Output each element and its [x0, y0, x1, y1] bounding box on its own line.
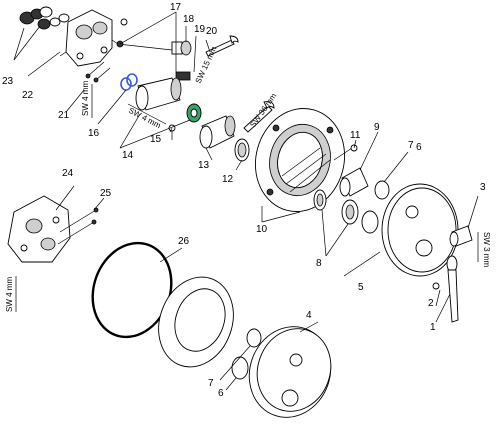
leader-lines — [13, 11, 479, 391]
callout-17: 17 — [170, 2, 182, 13]
handle-3 — [449, 225, 473, 247]
cartridge-14 — [135, 77, 202, 123]
callout-18: 18 — [183, 14, 195, 25]
hex-key-icon-d: SW 4 mm — [5, 276, 17, 312]
callout-4-upper: 4 — [306, 310, 312, 321]
screws-25 — [57, 207, 99, 245]
callout-10: 10 — [256, 224, 268, 235]
o-rings-7-6-lower — [231, 328, 262, 380]
callout-21: 21 — [58, 110, 70, 121]
small-screw-top — [120, 18, 128, 26]
callout-22: 22 — [22, 90, 34, 101]
callout-3: 3 — [480, 182, 486, 193]
callout-2: 2 — [428, 298, 434, 309]
plaster-guard-ring — [158, 276, 234, 368]
callout-24: 24 — [62, 168, 74, 179]
callout-11: 11 — [350, 130, 361, 141]
callout-19: 19 — [194, 24, 206, 35]
nut-12 — [234, 138, 250, 162]
trim-plate-5 — [381, 183, 459, 277]
screws-21 — [85, 61, 111, 83]
callout-12: 12 — [222, 174, 234, 185]
sleeve-set-8 — [313, 189, 359, 225]
spindle-rod-17 — [116, 40, 173, 51]
sleeve-13 — [199, 115, 236, 149]
callout-16: 16 — [88, 128, 100, 139]
rough-in-plate-10 — [254, 108, 346, 212]
callout-1: 1 — [430, 322, 436, 333]
svg-text:SW 4 mm: SW 4 mm — [81, 81, 90, 116]
screw-2 — [432, 282, 440, 290]
o-ring-16 — [120, 73, 138, 91]
callout-7-lower: 7 — [208, 378, 214, 389]
extension-9 — [339, 167, 369, 197]
adapter-18-19 — [165, 40, 192, 89]
plug-set-23 — [19, 6, 70, 30]
callout-26: 26 — [178, 236, 190, 247]
callout-20: 20 — [206, 26, 218, 37]
o-rings-7-6-upper — [361, 180, 390, 234]
callout-5: 5 — [358, 282, 364, 293]
wrench-icon-20: SW 15 mm — [194, 35, 239, 85]
callout-15: 15 — [150, 134, 162, 145]
svg-text:SW 3 mm: SW 3 mm — [482, 232, 491, 267]
svg-text:SW 15 mm: SW 15 mm — [194, 45, 219, 85]
lever-handle-1 — [446, 255, 459, 323]
callout-labels: 17 18 19 20 23 22 21 16 15 14 13 12 10 1… — [2, 2, 486, 399]
callout-6-upper: 6 — [416, 142, 422, 153]
callout-13: 13 — [198, 160, 210, 171]
svg-text:SW 4 mm: SW 4 mm — [5, 277, 14, 312]
hex-key-icon-a: SW 4 mm — [81, 81, 93, 118]
callout-9: 9 — [374, 122, 380, 133]
valve-body-24 — [7, 195, 71, 263]
callout-8: 8 — [316, 258, 322, 269]
valve-body-22 — [59, 9, 119, 67]
callout-7-upper: 7 — [408, 140, 414, 151]
callout-23: 23 — [2, 76, 14, 87]
hex-key-icon-c: SW 3 mm — [477, 232, 491, 267]
callout-14: 14 — [122, 150, 134, 161]
callout-6-lower: 6 — [218, 388, 224, 399]
callout-25: 25 — [100, 188, 112, 199]
